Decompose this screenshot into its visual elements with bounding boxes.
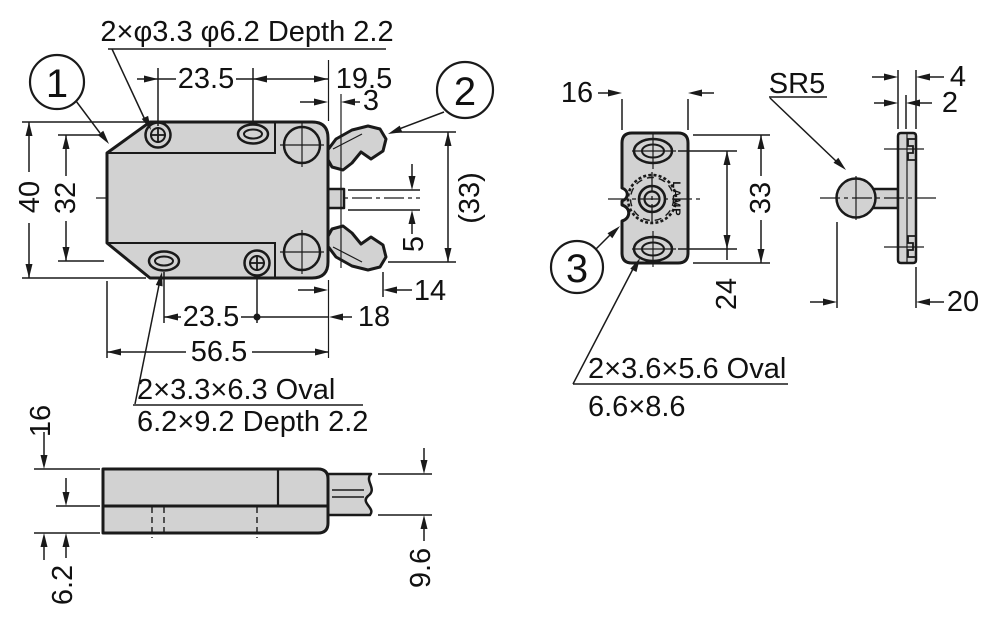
front-view: 40 32 23.5 19.5 3 [14,16,495,438]
dim-24-back: 24 [711,278,743,310]
dim-3: 3 [363,85,379,117]
latch-body [105,120,330,280]
note-hole-spec: 2×φ3.3 φ6.2 Depth 2.2 [100,16,393,48]
dim-32: 32 [50,182,82,214]
latch-arm-side [326,472,373,517]
dim-40: 40 [14,181,46,213]
front-view-dimensions: 40 32 23.5 19.5 3 [14,60,486,368]
dim-6-2: 6.2 [47,565,79,605]
note-oval-spec-back-1: 2×3.6×5.6 Oval [588,353,786,385]
note-oval-spec-2: 6.2×9.2 Depth 2.2 [137,406,368,438]
dim-33-ref: (33) [454,172,486,224]
bottom-view-dimensions: 16 6.2 9.6 [25,405,437,605]
back-plate-holes [632,133,676,267]
dim-2: 2 [942,87,958,119]
dim-23-5-bottom: 23.5 [183,301,239,333]
dim-16-bottom: 16 [25,405,57,437]
dim-23-5-top: 23.5 [178,63,234,95]
dim-16-back: 16 [561,77,593,109]
balloon-2-label: 2 [454,70,476,114]
dim-20: 20 [947,286,979,318]
bottom-view: 16 6.2 9.6 [25,405,437,605]
balloon-1-label: 1 [46,62,68,106]
side-view-stud: 4 2 20 SR5 [769,61,979,318]
dim-19-5: 19.5 [336,63,392,95]
back-view-dimensions: 16 33 24 [561,77,777,310]
balloon-3-label: 3 [566,247,588,291]
side-view-notes: SR5 [769,68,846,170]
balloon-3: 3 [549,226,620,295]
dim-33-back: 33 [745,182,777,214]
balloon-1: 1 [28,53,109,144]
latch-claws [325,124,388,272]
dim-4: 4 [950,61,966,93]
balloon-2: 2 [388,60,495,134]
front-view-notes: 2×φ3.3 φ6.2 Depth 2.2 2×3.3×6.3 Oval 6.2… [100,16,393,438]
dim-9-6: 9.6 [405,548,437,588]
dim-14: 14 [414,275,446,307]
dim-5: 5 [398,236,430,252]
back-view: LAMP 16 33 24 2×3.6×5.6 Oval 6.6×8.6 [549,77,788,423]
note-oval-spec-1: 2×3.3×6.3 Oval [137,374,335,406]
latch-body-side [101,467,330,535]
dim-56-5: 56.5 [191,336,247,368]
back-plate [620,131,690,265]
back-view-notes: 2×3.6×5.6 Oval 6.6×8.6 [572,258,788,423]
side-view-dimensions: 4 2 20 [810,61,979,318]
dim-18: 18 [358,301,390,333]
note-oval-spec-back-2: 6.6×8.6 [588,391,686,423]
note-sr5: SR5 [769,68,825,100]
